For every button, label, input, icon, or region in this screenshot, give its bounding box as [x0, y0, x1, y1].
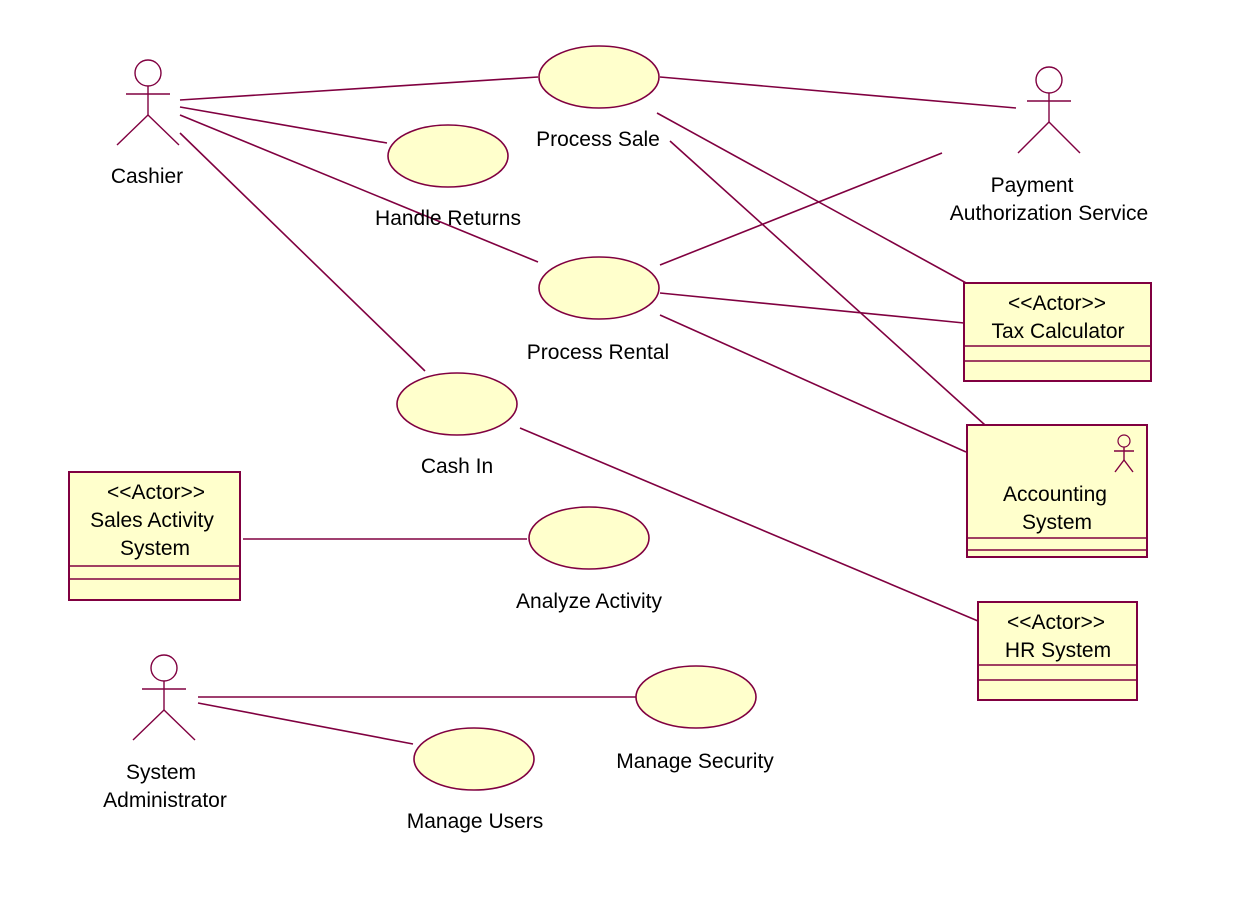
use-case-process-rental[interactable]: Process Rental	[527, 256, 669, 364]
system-name-hr: HR System	[1005, 639, 1111, 662]
actor-label-cashier: Cashier	[111, 165, 183, 188]
assoc-process-rental-payment[interactable]	[659, 152, 943, 266]
assoc-process-rental-accounting[interactable]	[659, 314, 967, 453]
use-case-handle-returns[interactable]: Handle Returns	[375, 124, 521, 230]
use-case-ellipse	[413, 727, 535, 791]
actor-cashier[interactable]: Cashier	[111, 59, 183, 188]
use-case-ellipse	[387, 124, 509, 188]
system-name-sales-line1: Sales Activity	[90, 509, 214, 532]
use-case-label-analyze-activity: Analyze Activity	[516, 590, 662, 613]
use-case-manage-security[interactable]: Manage Security	[616, 665, 774, 773]
system-name-sales-line2: System	[120, 537, 190, 560]
system-tax-calculator[interactable]: <<Actor>> Tax Calculator	[963, 282, 1152, 382]
use-case-ellipse	[396, 372, 518, 436]
system-name-accounting-line2: System	[1022, 511, 1092, 534]
assoc-sysadmin-manage-users[interactable]	[197, 702, 414, 745]
class-box	[977, 601, 1138, 701]
actor-icon	[1114, 434, 1134, 473]
stereotype-label: <<Actor>>	[1007, 611, 1105, 634]
system-name-tax-calculator: Tax Calculator	[991, 320, 1124, 343]
system-sales-activity[interactable]: <<Actor>> Sales Activity System	[68, 471, 241, 601]
actor-label-payment-line2: Authorization Service	[950, 202, 1148, 225]
use-case-label-handle-returns: Handle Returns	[375, 207, 521, 230]
use-case-label-manage-users: Manage Users	[407, 810, 544, 833]
assoc-process-sale-payment[interactable]	[659, 76, 1017, 109]
use-case-analyze-activity[interactable]: Analyze Activity	[516, 506, 662, 613]
use-case-label-cash-in: Cash In	[421, 455, 493, 478]
assoc-process-sale-accounting[interactable]	[669, 140, 986, 426]
class-box	[966, 424, 1148, 558]
assoc-cashier-cash-in[interactable]	[179, 132, 426, 372]
use-case-label-process-sale: Process Sale	[536, 128, 660, 151]
actor-system-administrator[interactable]: System Administrator	[103, 654, 227, 812]
actor-label-sysadmin-line1: System	[126, 761, 196, 784]
associations	[179, 76, 1017, 745]
use-case-ellipse	[538, 256, 660, 320]
class-box	[963, 282, 1152, 382]
use-case-process-sale[interactable]: Process Sale	[536, 45, 660, 151]
stereotype-label: <<Actor>>	[1008, 292, 1106, 315]
system-accounting[interactable]: Accounting System	[966, 424, 1148, 558]
assoc-cash-in-hr[interactable]	[519, 427, 979, 622]
system-hr[interactable]: <<Actor>> HR System	[977, 601, 1138, 701]
use-case-ellipse	[528, 506, 650, 570]
assoc-process-sale-tax[interactable]	[656, 112, 969, 285]
actor-label-payment-line1: Payment	[991, 174, 1074, 197]
use-case-ellipse	[635, 665, 757, 729]
actor-payment-authorization-service[interactable]: Payment Authorization Service	[950, 66, 1148, 225]
use-case-manage-users[interactable]: Manage Users	[407, 727, 544, 833]
stereotype-label: <<Actor>>	[107, 481, 205, 504]
assoc-cashier-handle-returns[interactable]	[179, 106, 388, 144]
use-case-label-process-rental: Process Rental	[527, 341, 669, 364]
use-case-cash-in[interactable]: Cash In	[396, 372, 518, 478]
assoc-cashier-process-rental[interactable]	[179, 114, 539, 263]
actor-label-sysadmin-line2: Administrator	[103, 789, 227, 812]
assoc-process-rental-tax[interactable]	[659, 292, 965, 324]
stick-figure-icon	[1017, 66, 1081, 154]
stick-figure-icon	[116, 59, 180, 146]
use-case-label-manage-security: Manage Security	[616, 750, 774, 773]
assoc-cashier-process-sale[interactable]	[179, 76, 539, 101]
stick-figure-icon	[132, 654, 196, 741]
system-name-accounting-line1: Accounting	[1003, 483, 1107, 506]
use-case-ellipse	[538, 45, 660, 109]
